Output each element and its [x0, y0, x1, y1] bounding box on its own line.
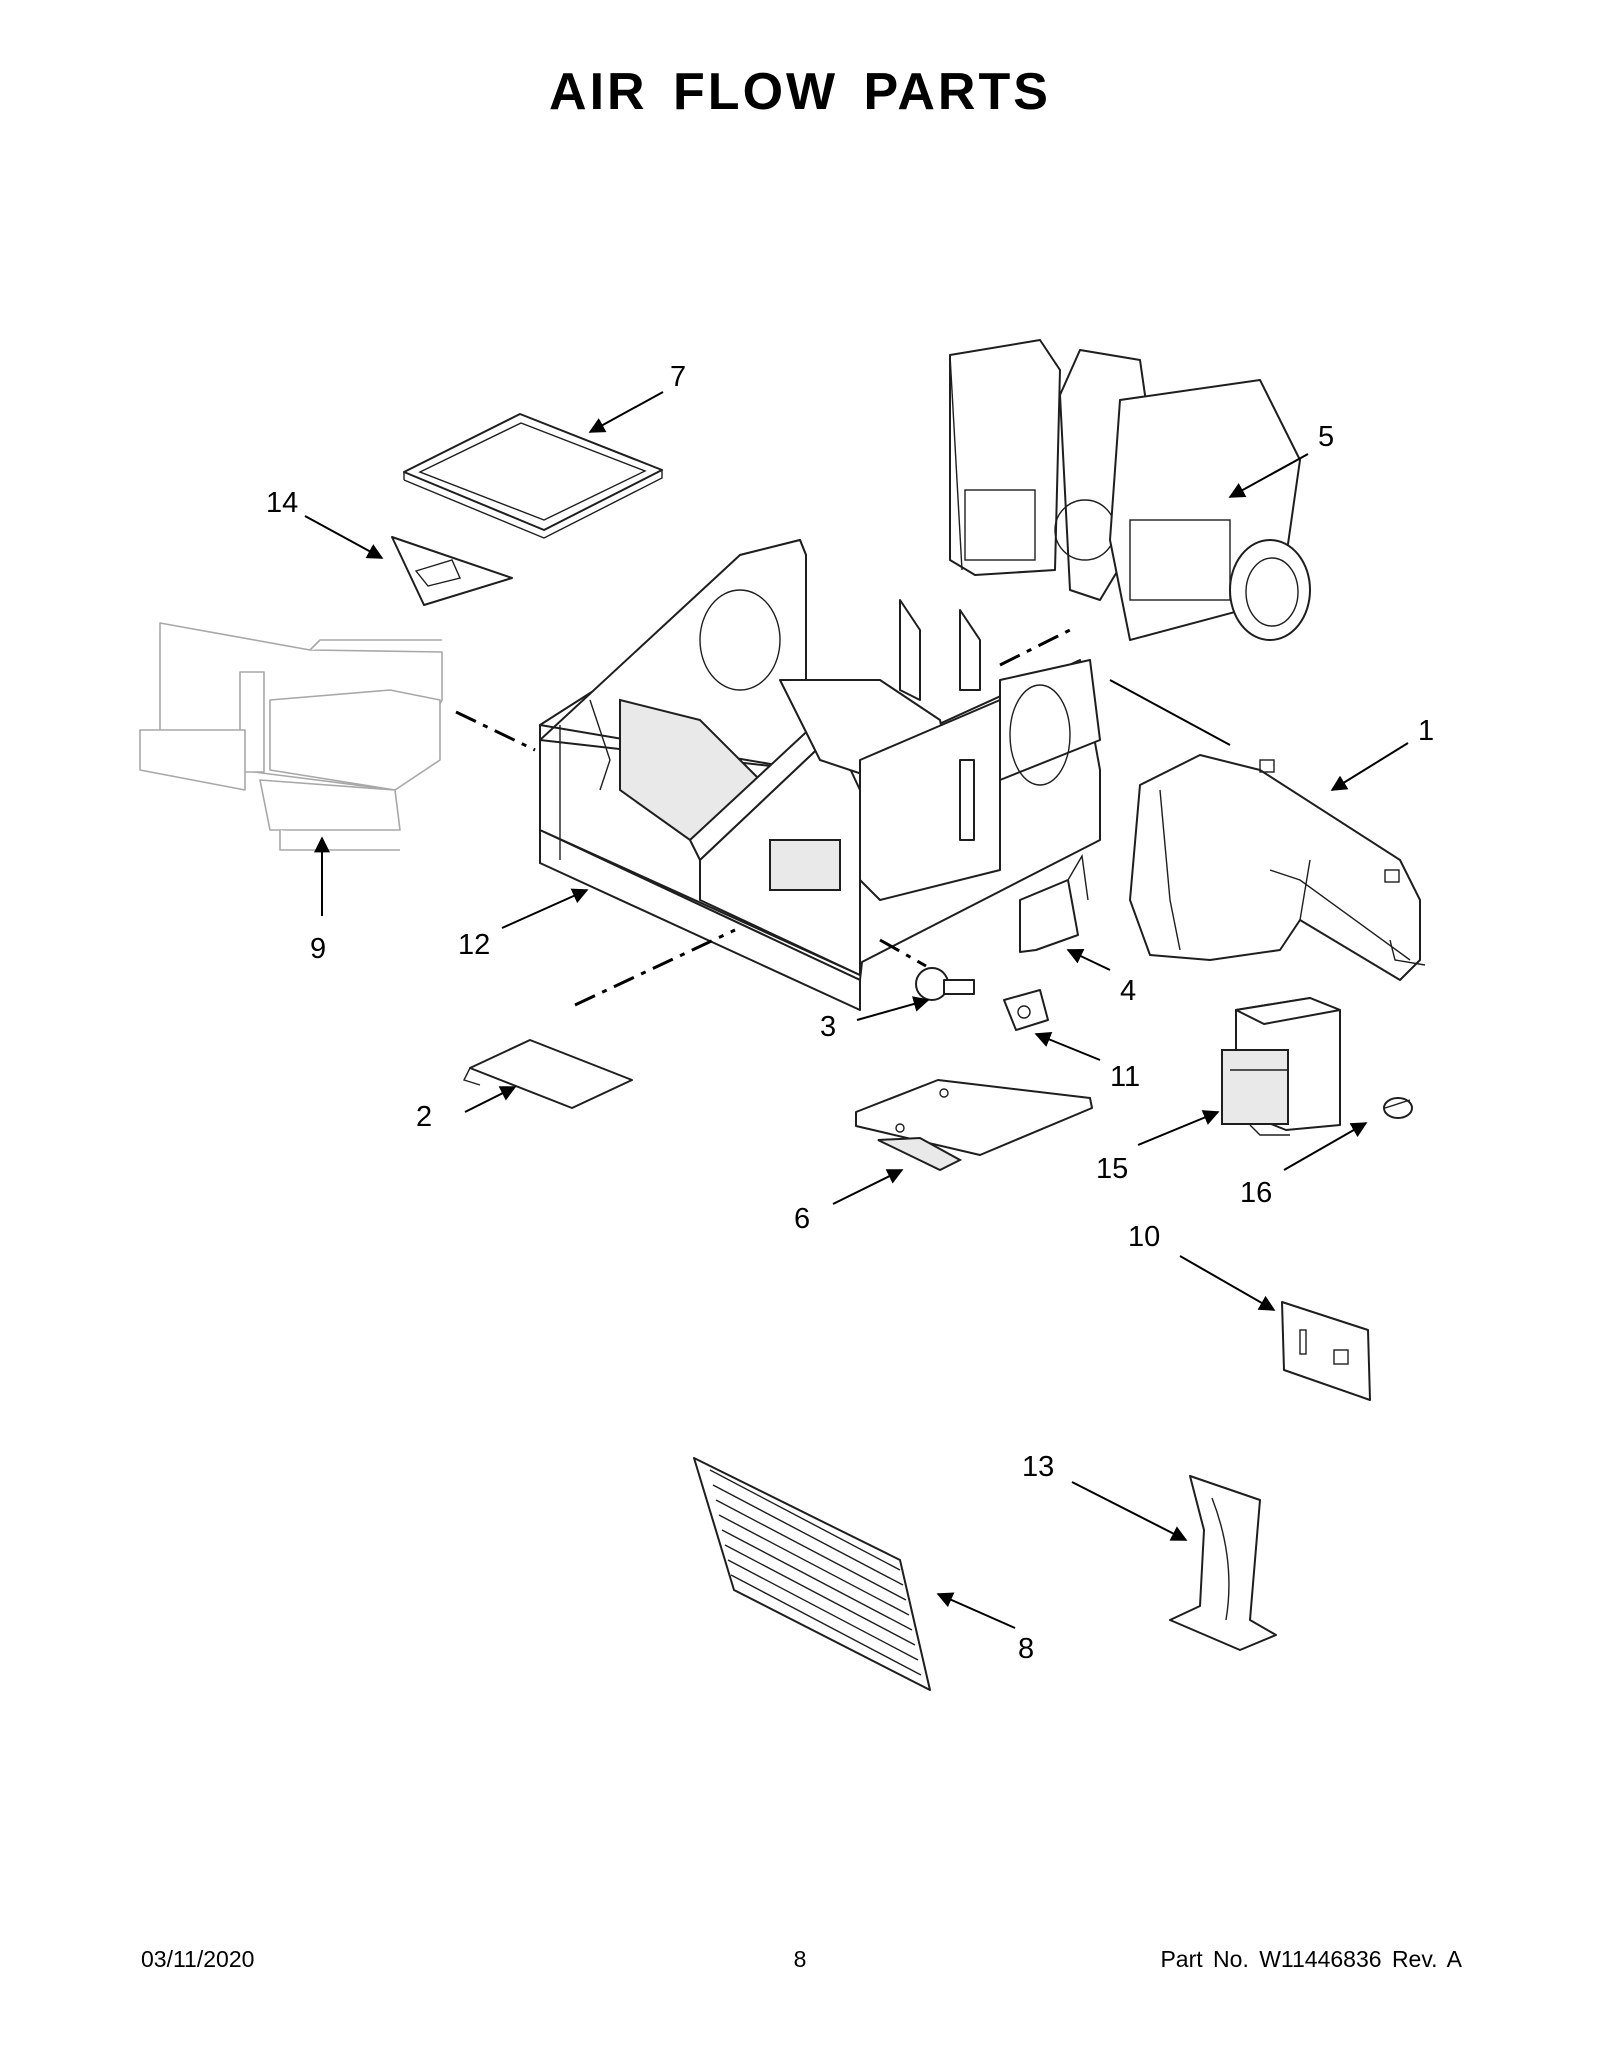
footer-date: 03/11/2020: [141, 1946, 255, 1972]
callout-6: 6: [794, 1203, 810, 1235]
callout-labels: 1 2 3 4 5 6 7 8 9 10 11 12 13 14 15 16: [266, 361, 1434, 1665]
callout-16: 16: [1240, 1177, 1272, 1209]
part-5-blower-motor: [949, 339, 1311, 641]
part-8-grille: [693, 1457, 931, 1691]
callout-3: 3: [820, 1011, 836, 1043]
page-title: AIR FLOW PARTS: [549, 63, 1051, 121]
callout-7: 7: [670, 361, 686, 393]
part-4-bracket: [1019, 853, 1089, 953]
footer-part-number: Part No. W11446836 Rev. A: [1160, 1946, 1462, 1972]
part-3-lamp-bulb: [915, 967, 975, 1001]
callout-2: 2: [416, 1101, 432, 1133]
part-11-lamp-socket: [1003, 989, 1049, 1031]
part-16-thermostat: [1383, 1097, 1413, 1119]
part-15-transformer: [1221, 997, 1341, 1136]
part-9-side-duct: [139, 622, 443, 851]
assembly-lines: [455, 628, 1231, 1007]
part-2-cover-plate: [463, 1039, 633, 1109]
callout-11: 11: [1110, 1061, 1140, 1093]
callout-9: 9: [310, 933, 326, 965]
callout-4: 4: [1120, 975, 1136, 1007]
part-14-gasket: [391, 536, 513, 606]
part-12-cavity-base: [539, 539, 1101, 1011]
callout-14: 14: [266, 487, 298, 519]
leader-arrows: [304, 391, 1409, 1629]
callout-15: 15: [1096, 1153, 1128, 1185]
part-7-filter: [403, 413, 663, 539]
callout-5: 5: [1318, 421, 1334, 453]
callout-10: 10: [1128, 1221, 1160, 1253]
part-6-lower-plate: [855, 1079, 1093, 1172]
footer-page-number: 8: [793, 1946, 807, 1972]
part-10-label: [1281, 1301, 1371, 1401]
part-1-air-duct: [1129, 754, 1426, 981]
callout-13: 13: [1022, 1451, 1054, 1483]
part-13-channel: [1169, 1475, 1277, 1651]
callout-8: 8: [1018, 1633, 1034, 1665]
callout-12: 12: [458, 929, 490, 961]
callout-1: 1: [1418, 715, 1434, 747]
